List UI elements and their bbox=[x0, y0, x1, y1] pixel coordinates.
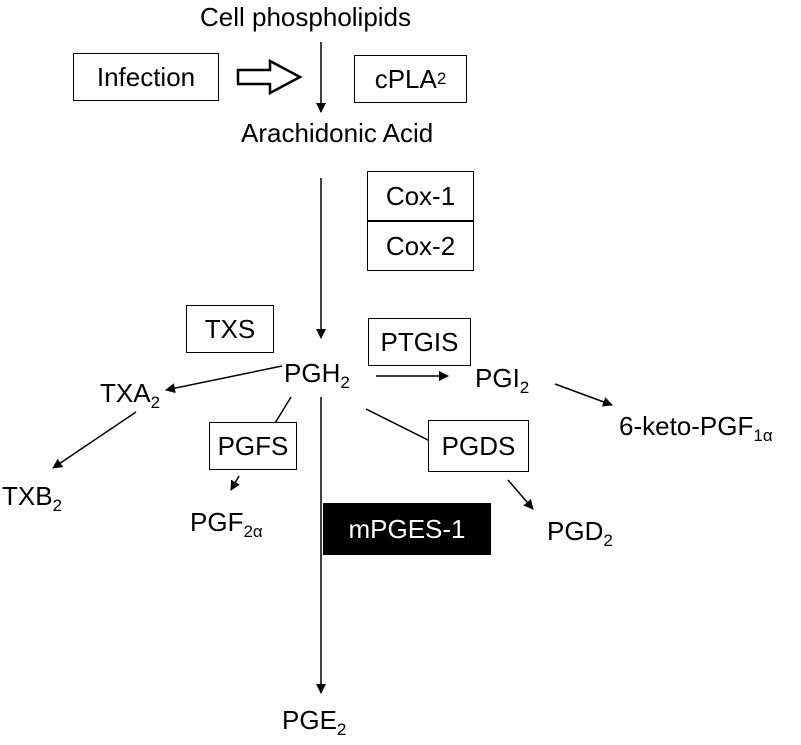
arrow-pgfs-to-pgf2a bbox=[230, 475, 240, 491]
box-txs: TXS bbox=[186, 305, 274, 353]
box-ptgis: PTGIS bbox=[368, 318, 471, 366]
node-6-keto-pgf1a: 6-keto-PGF1α bbox=[619, 411, 773, 445]
node-pgf2a: PGF2α bbox=[190, 507, 263, 541]
box-cox-1: Cox-1 bbox=[367, 171, 474, 221]
node-txb2: TXB2 bbox=[2, 481, 63, 515]
node-txa2: TXA2 bbox=[100, 378, 161, 412]
box-pgfs: PGFS bbox=[209, 422, 297, 470]
node-pge2: PGE2 bbox=[282, 705, 347, 739]
node-cell-phospholipids: Cell phospholipids bbox=[200, 2, 412, 32]
box-mpges-1: mPGES-1 bbox=[323, 503, 491, 555]
box-pgds: PGDS bbox=[428, 420, 529, 472]
node-arachidonic-acid: Arachidonic Acid bbox=[241, 118, 434, 148]
arrow-pgi2-to-keto bbox=[554, 383, 613, 407]
node-pgh2: PGH2 bbox=[284, 358, 350, 392]
box-infection: Infection bbox=[73, 53, 219, 101]
box-cox-2: Cox-2 bbox=[367, 221, 474, 271]
infection-hollow-arrow bbox=[236, 58, 303, 96]
node-pgd2: PGD2 bbox=[547, 516, 613, 550]
arrow-txa2-to-txb2 bbox=[52, 411, 137, 469]
arrow-pgh2-to-txa2 bbox=[165, 365, 283, 394]
node-pgi2: PGI2 bbox=[475, 363, 530, 397]
arrow-pgds-to-pgd2 bbox=[507, 479, 534, 510]
